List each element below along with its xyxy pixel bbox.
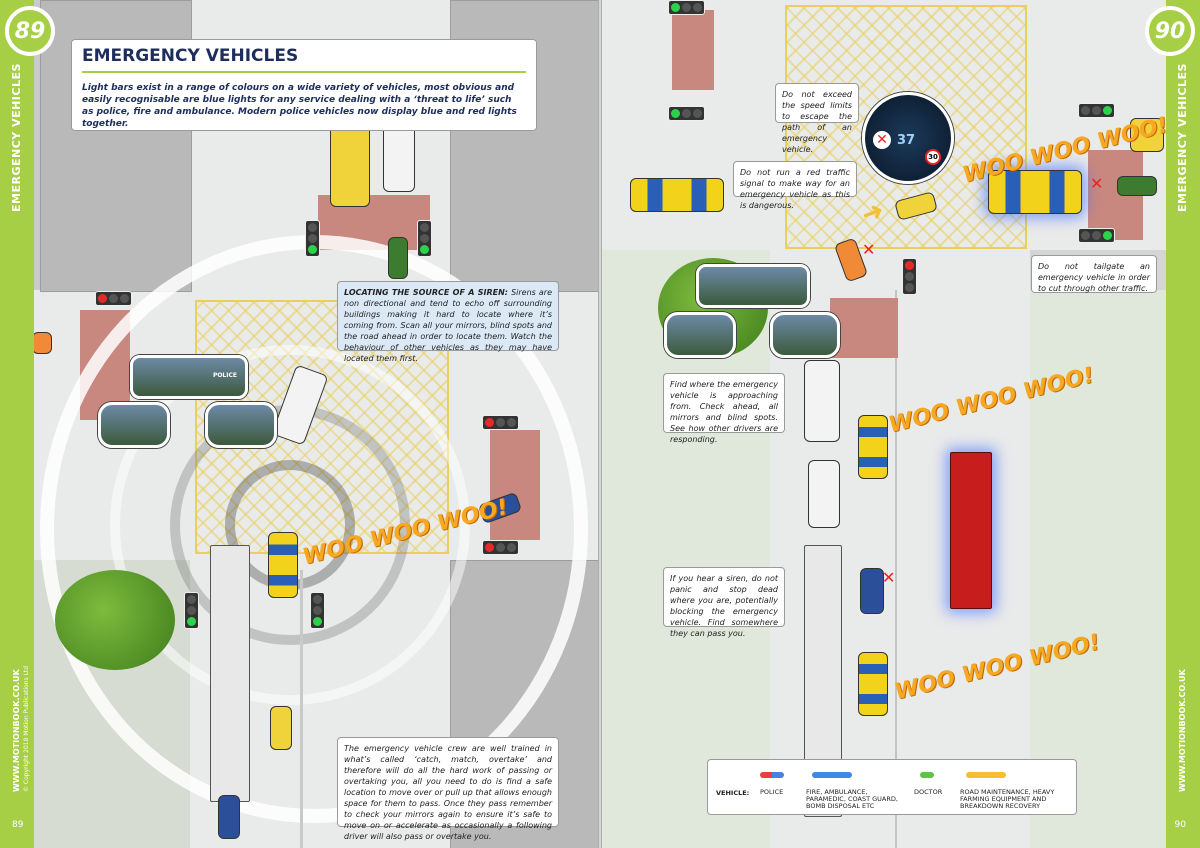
callout-locating-siren: LOCATING THE SOURCE OF A SIREN: Sirens a… — [338, 282, 558, 363]
legend-police-lightbar — [760, 772, 784, 778]
callout-red-signal: Do not run a red traffic signal to make … — [734, 162, 856, 210]
speed-limit-sign: 30 — [925, 149, 941, 165]
sidebar-url[interactable]: WWW.MOTIONBOOK.CO.UK — [12, 669, 21, 792]
traffic-light-green — [417, 220, 432, 257]
intro-text: Light bars exist in a range of colours o… — [82, 83, 517, 129]
traffic-light-green — [305, 220, 320, 257]
sidebar-url[interactable]: WWW.MOTIONBOOK.CO.UK — [1178, 669, 1187, 792]
car — [388, 237, 408, 279]
lane-line — [300, 570, 303, 848]
fire-engine — [950, 452, 992, 609]
traffic-light-red — [482, 415, 519, 430]
green-area — [1030, 290, 1170, 848]
tree — [55, 570, 175, 670]
sidebar-left — [0, 0, 34, 848]
page-number-badge: 89 — [5, 6, 55, 56]
speedometer-gauge: 37 30 ✕ — [862, 92, 954, 184]
page-89: POLICE WOO WOO WOO! 89 EMERGENCY VEHICLE… — [0, 0, 600, 848]
callout-find-vehicle: Find where the emergency vehicle is appr… — [664, 374, 784, 444]
page-title: EMERGENCY VEHICLES — [82, 46, 526, 73]
car — [270, 706, 292, 750]
truck — [210, 545, 250, 802]
sidebar-title: EMERGENCY VEHICLES — [1176, 63, 1189, 212]
police-car — [858, 415, 888, 479]
police-label: POLICE — [212, 372, 237, 379]
cross-icon: ✕ — [1090, 174, 1104, 193]
traffic-light-red — [902, 258, 917, 295]
car — [32, 332, 52, 354]
page-90: 37 30 ✕ ✕ ✕ ✕ ➜ WOO WOO WOO! WOO WOO WOO… — [600, 0, 1200, 848]
vehicle-legend: VEHICLE: POLICE FIRE, AMBULANCE, PARAMED… — [708, 760, 1076, 814]
traffic-light-red — [95, 291, 132, 306]
bike-lane-right — [830, 298, 898, 358]
copyright-text: © Copyright 2018 Motion Publications Ltd — [23, 665, 30, 792]
doctor-car — [383, 120, 415, 192]
cross-icon: ✕ — [873, 131, 891, 149]
siren-echo-ring — [110, 345, 470, 705]
callout-heading: LOCATING THE SOURCE OF A SIREN: — [344, 288, 509, 297]
legend-doctor-lightbar — [920, 772, 934, 778]
car — [218, 795, 240, 839]
rear-view-mirror — [696, 264, 810, 308]
legend-heading: VEHICLE: — [716, 789, 750, 797]
traffic-light-green — [668, 106, 705, 121]
speed-reading: 37 — [897, 133, 916, 148]
cross-icon: ✕ — [862, 240, 876, 259]
car — [1130, 118, 1164, 152]
callout-body: Sirens are non directional and tend to e… — [344, 288, 553, 363]
traffic-light-green — [1078, 103, 1115, 118]
left-wing-mirror — [98, 402, 170, 448]
callout-speed-limits: Do not exceed the speed limits to escape… — [776, 84, 858, 154]
recovery-vehicle — [630, 178, 724, 212]
police-car — [858, 652, 888, 716]
legend-amber-label: ROAD MAINTENANCE, HEAVY FARMING EQUIPMEN… — [960, 788, 1055, 810]
traffic-light-green — [184, 592, 199, 629]
footer-page-number: 89 — [12, 820, 24, 830]
legend-amber-lightbar — [966, 772, 1006, 778]
legend-doctor-label: DOCTOR — [914, 788, 943, 796]
doctor-car — [804, 360, 840, 442]
callout-do-not-panic: If you hear a siren, do not panic and st… — [664, 568, 784, 638]
sidebar-title: EMERGENCY VEHICLES — [10, 63, 23, 212]
sidebar-right — [1166, 0, 1200, 848]
traffic-light-green — [668, 0, 705, 15]
callout-catch-match-overtake: The emergency vehicle crew are well trai… — [338, 738, 558, 841]
car — [808, 460, 840, 528]
cross-icon: ✕ — [882, 568, 896, 587]
traffic-light-green — [1078, 228, 1115, 243]
callout-tailgate: Do not tailgate an emergency vehicle in … — [1032, 256, 1156, 293]
ambulance — [988, 170, 1082, 214]
right-wing-mirror — [205, 402, 277, 448]
car — [1117, 176, 1157, 196]
car — [860, 568, 884, 614]
page-number-badge: 90 — [1145, 6, 1195, 56]
legend-police-label: POLICE — [760, 788, 784, 796]
book-gutter — [598, 0, 602, 848]
rear-view-mirror: POLICE — [130, 355, 248, 399]
traffic-light-red — [482, 540, 519, 555]
left-wing-mirror — [664, 312, 736, 358]
legend-blue-lightbar — [812, 772, 852, 778]
title-box: EMERGENCY VEHICLES Light bars exist in a… — [72, 40, 536, 130]
lane-line — [895, 290, 897, 848]
road-scene-right: 37 30 ✕ ✕ ✕ ✕ ➜ WOO WOO WOO! WOO WOO WOO… — [600, 0, 1200, 848]
legend-blue-label: FIRE, AMBULANCE, PARAMEDIC, COAST GUARD,… — [806, 788, 898, 810]
traffic-light-green — [310, 592, 325, 629]
right-wing-mirror — [770, 312, 840, 358]
police-car — [268, 532, 298, 598]
footer-page-number: 90 — [1174, 820, 1186, 830]
bike-lane-top — [672, 10, 714, 90]
